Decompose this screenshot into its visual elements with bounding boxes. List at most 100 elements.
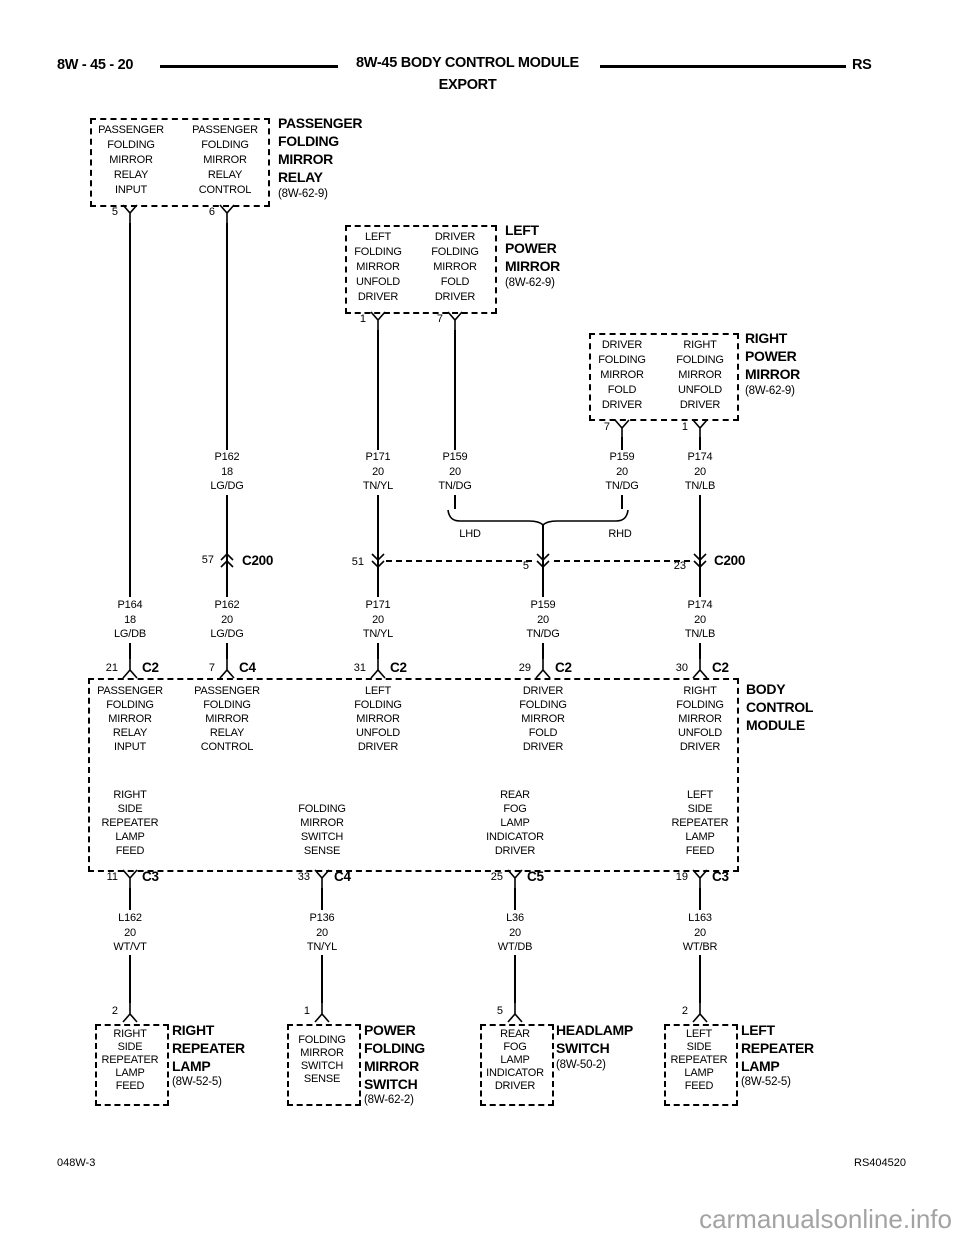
pin-fork-icon bbox=[614, 419, 630, 439]
pin-number: 2 bbox=[111, 1005, 118, 1017]
connector-chevron-down-icon bbox=[693, 553, 707, 569]
pin-number: 5 bbox=[111, 206, 118, 218]
platform-code: RS bbox=[852, 57, 872, 73]
pin-number: 1 bbox=[681, 421, 688, 433]
wire-label: L163 20 WT/BR bbox=[682, 912, 718, 953]
figure-number: 048W-3 bbox=[57, 1157, 96, 1169]
body-control-module-box bbox=[88, 678, 739, 872]
bcm-terminal-label: PASSENGER FOLDING MIRROR RELAY CONTROL bbox=[194, 685, 260, 753]
wire-label: P162 20 LG/DG bbox=[210, 599, 244, 640]
wire-label: P159 20 TN/DG bbox=[526, 599, 560, 640]
bcm-connector-label: C5 bbox=[527, 869, 544, 884]
wire-segment bbox=[621, 437, 623, 450]
wire-segment bbox=[699, 643, 701, 659]
wire-segment bbox=[226, 643, 228, 659]
wire-segment bbox=[699, 955, 701, 1003]
pin-fork-down-icon bbox=[314, 1003, 330, 1023]
bcm-connector-label: C3 bbox=[142, 869, 159, 884]
header-rule-right bbox=[600, 65, 846, 68]
bcm-pin-number: 21 bbox=[105, 662, 118, 674]
right-repeater-lamp-title: RIGHT REPEATER LAMP bbox=[172, 1022, 245, 1074]
wire-segment bbox=[454, 495, 456, 509]
wire-segment bbox=[377, 495, 379, 597]
left-mirror-unfold-terminal-label: LEFT FOLDING MIRROR UNFOLD DRIVER bbox=[354, 231, 402, 303]
bcm-connector-label: C3 bbox=[712, 869, 729, 884]
left-repeater-lamp-ref: (8W-52-5) bbox=[741, 1076, 791, 1088]
c200-connector-dash bbox=[386, 560, 532, 562]
bcm-terminal-label: RIGHT SIDE REPEATER LAMP FEED bbox=[101, 789, 159, 857]
pin-fork-icon bbox=[122, 869, 138, 889]
header-rule-left bbox=[160, 65, 338, 68]
left-repeater-lamp-box bbox=[664, 1024, 738, 1106]
driver-mirror-fold-terminal-label: DRIVER FOLDING MIRROR FOLD DRIVER bbox=[598, 339, 646, 411]
right-power-mirror-ref: (8W-62-9) bbox=[745, 385, 795, 397]
body-control-module-title: BODY CONTROL MODULE bbox=[746, 681, 814, 733]
wire-label: P162 18 LG/DG bbox=[210, 451, 244, 492]
bcm-connector-label: C2 bbox=[712, 660, 729, 675]
pin-fork-down-icon bbox=[507, 1003, 523, 1023]
wire-label: P174 20 TN/LB bbox=[684, 451, 716, 492]
pin-fork-down-icon bbox=[122, 659, 138, 679]
wire-segment bbox=[621, 495, 623, 509]
wire-segment bbox=[454, 330, 456, 450]
pin-fork-down-icon bbox=[370, 659, 386, 679]
bcm-pin-number: 29 bbox=[518, 662, 531, 674]
pin-number: 1 bbox=[359, 313, 366, 325]
wire-segment bbox=[129, 955, 131, 1003]
pin-number: 2 bbox=[681, 1005, 688, 1017]
pin-fork-icon bbox=[219, 204, 235, 224]
watermark: carmanualsonline.info bbox=[699, 1204, 952, 1234]
wire-segment bbox=[699, 495, 701, 597]
page-title: 8W-45 BODY CONTROL MODULE bbox=[356, 55, 579, 71]
right-repeater-lamp-box bbox=[95, 1024, 169, 1106]
bcm-connector-label: C4 bbox=[334, 869, 351, 884]
relay-input-terminal-label: PASSENGER FOLDING MIRROR RELAY INPUT bbox=[98, 124, 164, 196]
wire-label: P171 20 TN/YL bbox=[362, 451, 394, 492]
headlamp-switch-box bbox=[480, 1024, 554, 1106]
connector-chevron-down-icon bbox=[371, 553, 385, 569]
bcm-pin-number: 33 bbox=[297, 871, 310, 883]
power-folding-mirror-switch-box bbox=[287, 1024, 361, 1106]
bcm-terminal-label: RIGHT FOLDING MIRROR UNFOLD DRIVER bbox=[676, 685, 724, 753]
wire-segment bbox=[321, 888, 323, 910]
left-power-mirror-box bbox=[345, 225, 497, 314]
pin-fork-icon bbox=[447, 311, 463, 331]
wire-label: L36 20 WT/DB bbox=[497, 912, 533, 953]
bcm-terminal-label: REAR FOG LAMP INDICATOR DRIVER bbox=[486, 789, 544, 857]
c200-pin-number: 51 bbox=[351, 556, 364, 568]
wire-label: P136 20 TN/YL bbox=[306, 912, 338, 953]
pin-number: 7 bbox=[603, 421, 610, 433]
bcm-pin-number: 7 bbox=[208, 662, 215, 674]
wire-segment bbox=[226, 495, 228, 597]
c200-connector-dash bbox=[554, 560, 690, 562]
passenger-folding-mirror-relay-ref: (8W-62-9) bbox=[278, 188, 328, 200]
pin-fork-icon bbox=[692, 419, 708, 439]
drawing-number: RS404520 bbox=[854, 1157, 906, 1169]
bcm-pin-number: 25 bbox=[490, 871, 503, 883]
bcm-pin-number: 31 bbox=[353, 662, 366, 674]
lhd-label: LHD bbox=[459, 528, 481, 540]
bcm-connector-label: C2 bbox=[390, 660, 407, 675]
connector-chevron-up-icon bbox=[220, 552, 234, 568]
wire-segment bbox=[129, 643, 131, 659]
wire-segment bbox=[699, 888, 701, 910]
wire-segment bbox=[514, 955, 516, 1003]
pin-fork-down-icon bbox=[692, 659, 708, 679]
c200-connector-label: C200 bbox=[242, 553, 274, 568]
right-power-mirror-box bbox=[589, 333, 739, 421]
c200-connector-label: C200 bbox=[714, 553, 746, 568]
bcm-connector-label: C2 bbox=[555, 660, 572, 675]
headlamp-switch-title: HEADLAMP SWITCH bbox=[556, 1022, 633, 1056]
pin-fork-icon bbox=[692, 869, 708, 889]
right-repeater-lamp-ref: (8W-52-5) bbox=[172, 1076, 222, 1088]
wire-label: P159 20 TN/DG bbox=[605, 451, 639, 492]
pin-number: 7 bbox=[436, 313, 443, 325]
power-folding-mirror-switch-title: POWER FOLDING MIRROR SWITCH bbox=[364, 1022, 425, 1092]
pin-number: 1 bbox=[303, 1005, 310, 1017]
wire-label: P164 18 LG/DB bbox=[113, 599, 146, 640]
passenger-folding-mirror-relay-box bbox=[90, 118, 270, 207]
wire-segment bbox=[321, 955, 323, 1003]
bcm-terminal-label: LEFT FOLDING MIRROR UNFOLD DRIVER bbox=[354, 685, 402, 753]
pin-fork-down-icon bbox=[219, 659, 235, 679]
